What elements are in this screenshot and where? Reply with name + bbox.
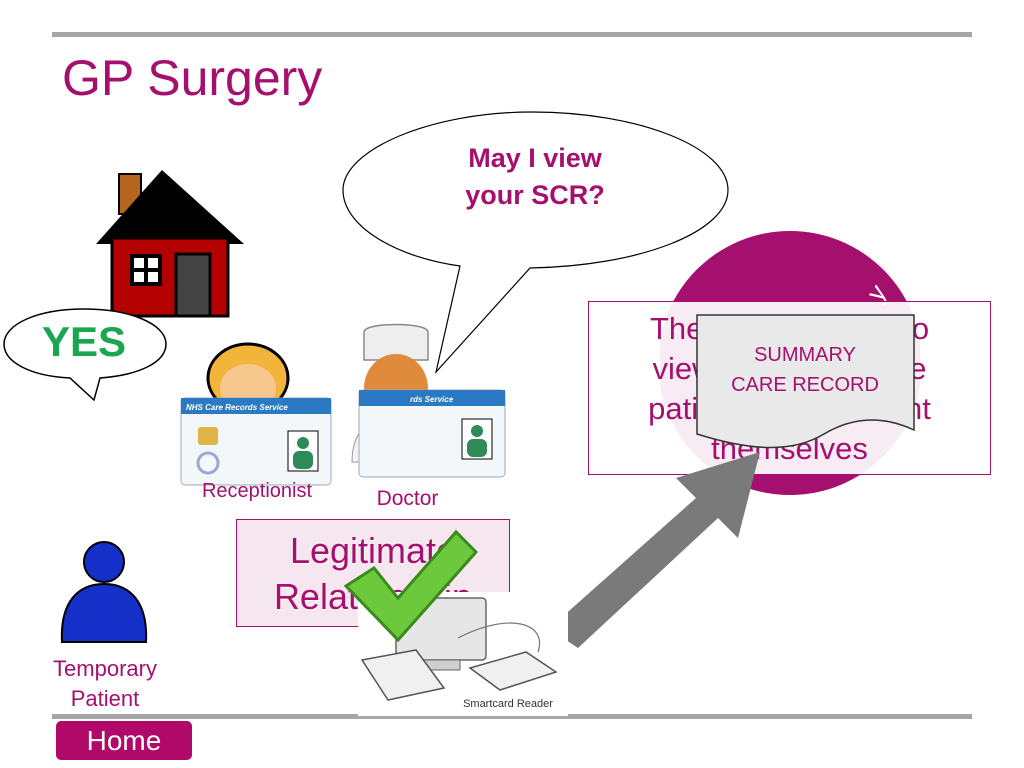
card-header-text: NHS Care Records Service [186,403,288,412]
speech-bubble-line: May I view your SCR? [465,143,605,210]
smartcard-reader-label: Smartcard Reader [463,698,553,710]
scr-document-text: SUMMARY CARE RECORD [731,344,879,396]
arrow-icon [552,452,760,648]
checkmark-icon [343,529,479,643]
patient-icon [60,541,148,643]
house-icon [96,170,244,318]
home-button[interactable]: Home [56,721,192,760]
scr-document-icon [696,314,915,449]
patient-label: Temporary Patient [53,656,157,711]
card-header-text: rds Service [410,395,454,404]
doctor-speech-bubble [342,111,729,375]
yes-reply-text: YES [41,318,127,365]
doctor-label: Doctor [376,487,439,510]
speech-bubble-text: May I view your SCR? [410,140,660,214]
receptionist-icon [206,342,290,408]
receptionist-label: Receptionist [201,480,313,502]
page-title: GP Surgery [62,50,323,106]
doctor-smartcard: rds Service [358,389,506,478]
yes-speech-bubble [3,308,167,402]
top-rule [52,32,972,37]
bottom-rule [52,714,972,719]
receptionist-smartcard: NHS Care Records Service [180,397,332,486]
